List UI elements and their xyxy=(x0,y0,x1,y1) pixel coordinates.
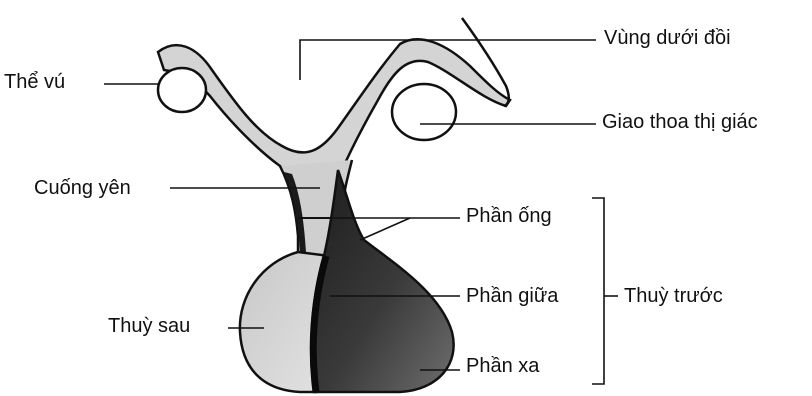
mammillary-body xyxy=(158,68,206,112)
label-infundibulum: Cuống yên xyxy=(34,178,131,198)
optic-chiasm xyxy=(392,84,456,140)
label-posterior-lobe: Thuỳ sau xyxy=(108,316,190,336)
label-pars-intermedia: Phần giữa xyxy=(466,286,558,306)
label-mammillary-body: Thể vú xyxy=(4,72,65,92)
leader-tuberalis-2 xyxy=(360,218,410,240)
label-anterior-lobe: Thuỳ trước xyxy=(624,286,723,306)
label-hypothalamus: Vùng dưới đồi xyxy=(604,28,731,48)
label-optic-chiasm: Giao thoa thị giác xyxy=(602,112,758,132)
anterior-bracket xyxy=(592,198,604,384)
label-pars-distalis: Phần xa xyxy=(466,356,539,376)
label-pars-tuberalis: Phần ống xyxy=(466,206,552,226)
anterior-lobe xyxy=(311,170,453,392)
